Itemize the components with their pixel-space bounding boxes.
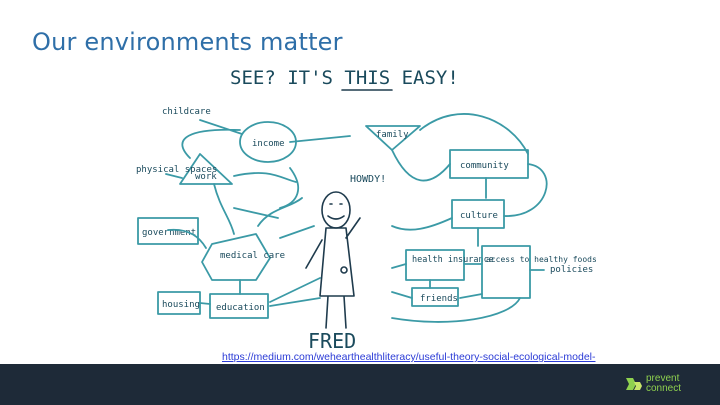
- fred-speech: HOWDY!: [350, 174, 386, 185]
- slide-title: Our environments matter: [32, 28, 343, 56]
- label-family: family: [376, 130, 409, 140]
- label-health-insurance: health insurance: [412, 255, 494, 265]
- friends-box: [411, 287, 459, 307]
- logo-text-line1: prevent: [646, 373, 680, 384]
- family-triangle: [365, 125, 421, 151]
- access-foods-box: [481, 245, 531, 299]
- fred-head: [321, 191, 351, 229]
- middle-connectors: [233, 135, 351, 239]
- fred-face: [327, 203, 345, 220]
- education-box: [209, 293, 269, 319]
- government-box: [137, 217, 199, 245]
- logo-mark-icon: [626, 378, 636, 390]
- social-ecological-sketch: SEE? IT'S THIS EASY! childcare income wo…: [136, 67, 597, 350]
- label-government: government: [142, 228, 196, 238]
- label-access-foods: access to healthy foods: [486, 255, 597, 264]
- label-culture: culture: [460, 211, 498, 221]
- label-policies: policies: [550, 265, 593, 275]
- fred-badge: [340, 266, 348, 274]
- label-childcare: childcare: [162, 107, 211, 117]
- medical-care-hex: [201, 233, 271, 281]
- label-medical-care: medical care: [220, 251, 285, 261]
- label-work: work: [195, 172, 217, 182]
- fred-name: FRED: [308, 329, 356, 350]
- fred-body: [305, 217, 361, 329]
- left-connectors: [165, 119, 321, 307]
- prevent-connect-logo: [626, 378, 642, 390]
- label-housing: housing: [162, 300, 200, 310]
- health-insurance-box: [405, 249, 465, 281]
- label-community: community: [460, 161, 509, 171]
- sketch-headline: SEE? IT'S THIS EASY!: [230, 67, 459, 89]
- footer-bar: [0, 364, 720, 405]
- label-income: income: [252, 139, 285, 149]
- logo-mark-accent-icon: [634, 382, 642, 390]
- logo-text-line2: connect: [646, 383, 682, 394]
- right-connectors: [391, 113, 548, 323]
- label-friends: friends: [420, 294, 458, 304]
- label-physical-spaces: physical spaces: [136, 165, 217, 175]
- label-education: education: [216, 303, 265, 313]
- logo-text: prevent connect: [646, 374, 681, 394]
- work-triangle: [179, 153, 233, 185]
